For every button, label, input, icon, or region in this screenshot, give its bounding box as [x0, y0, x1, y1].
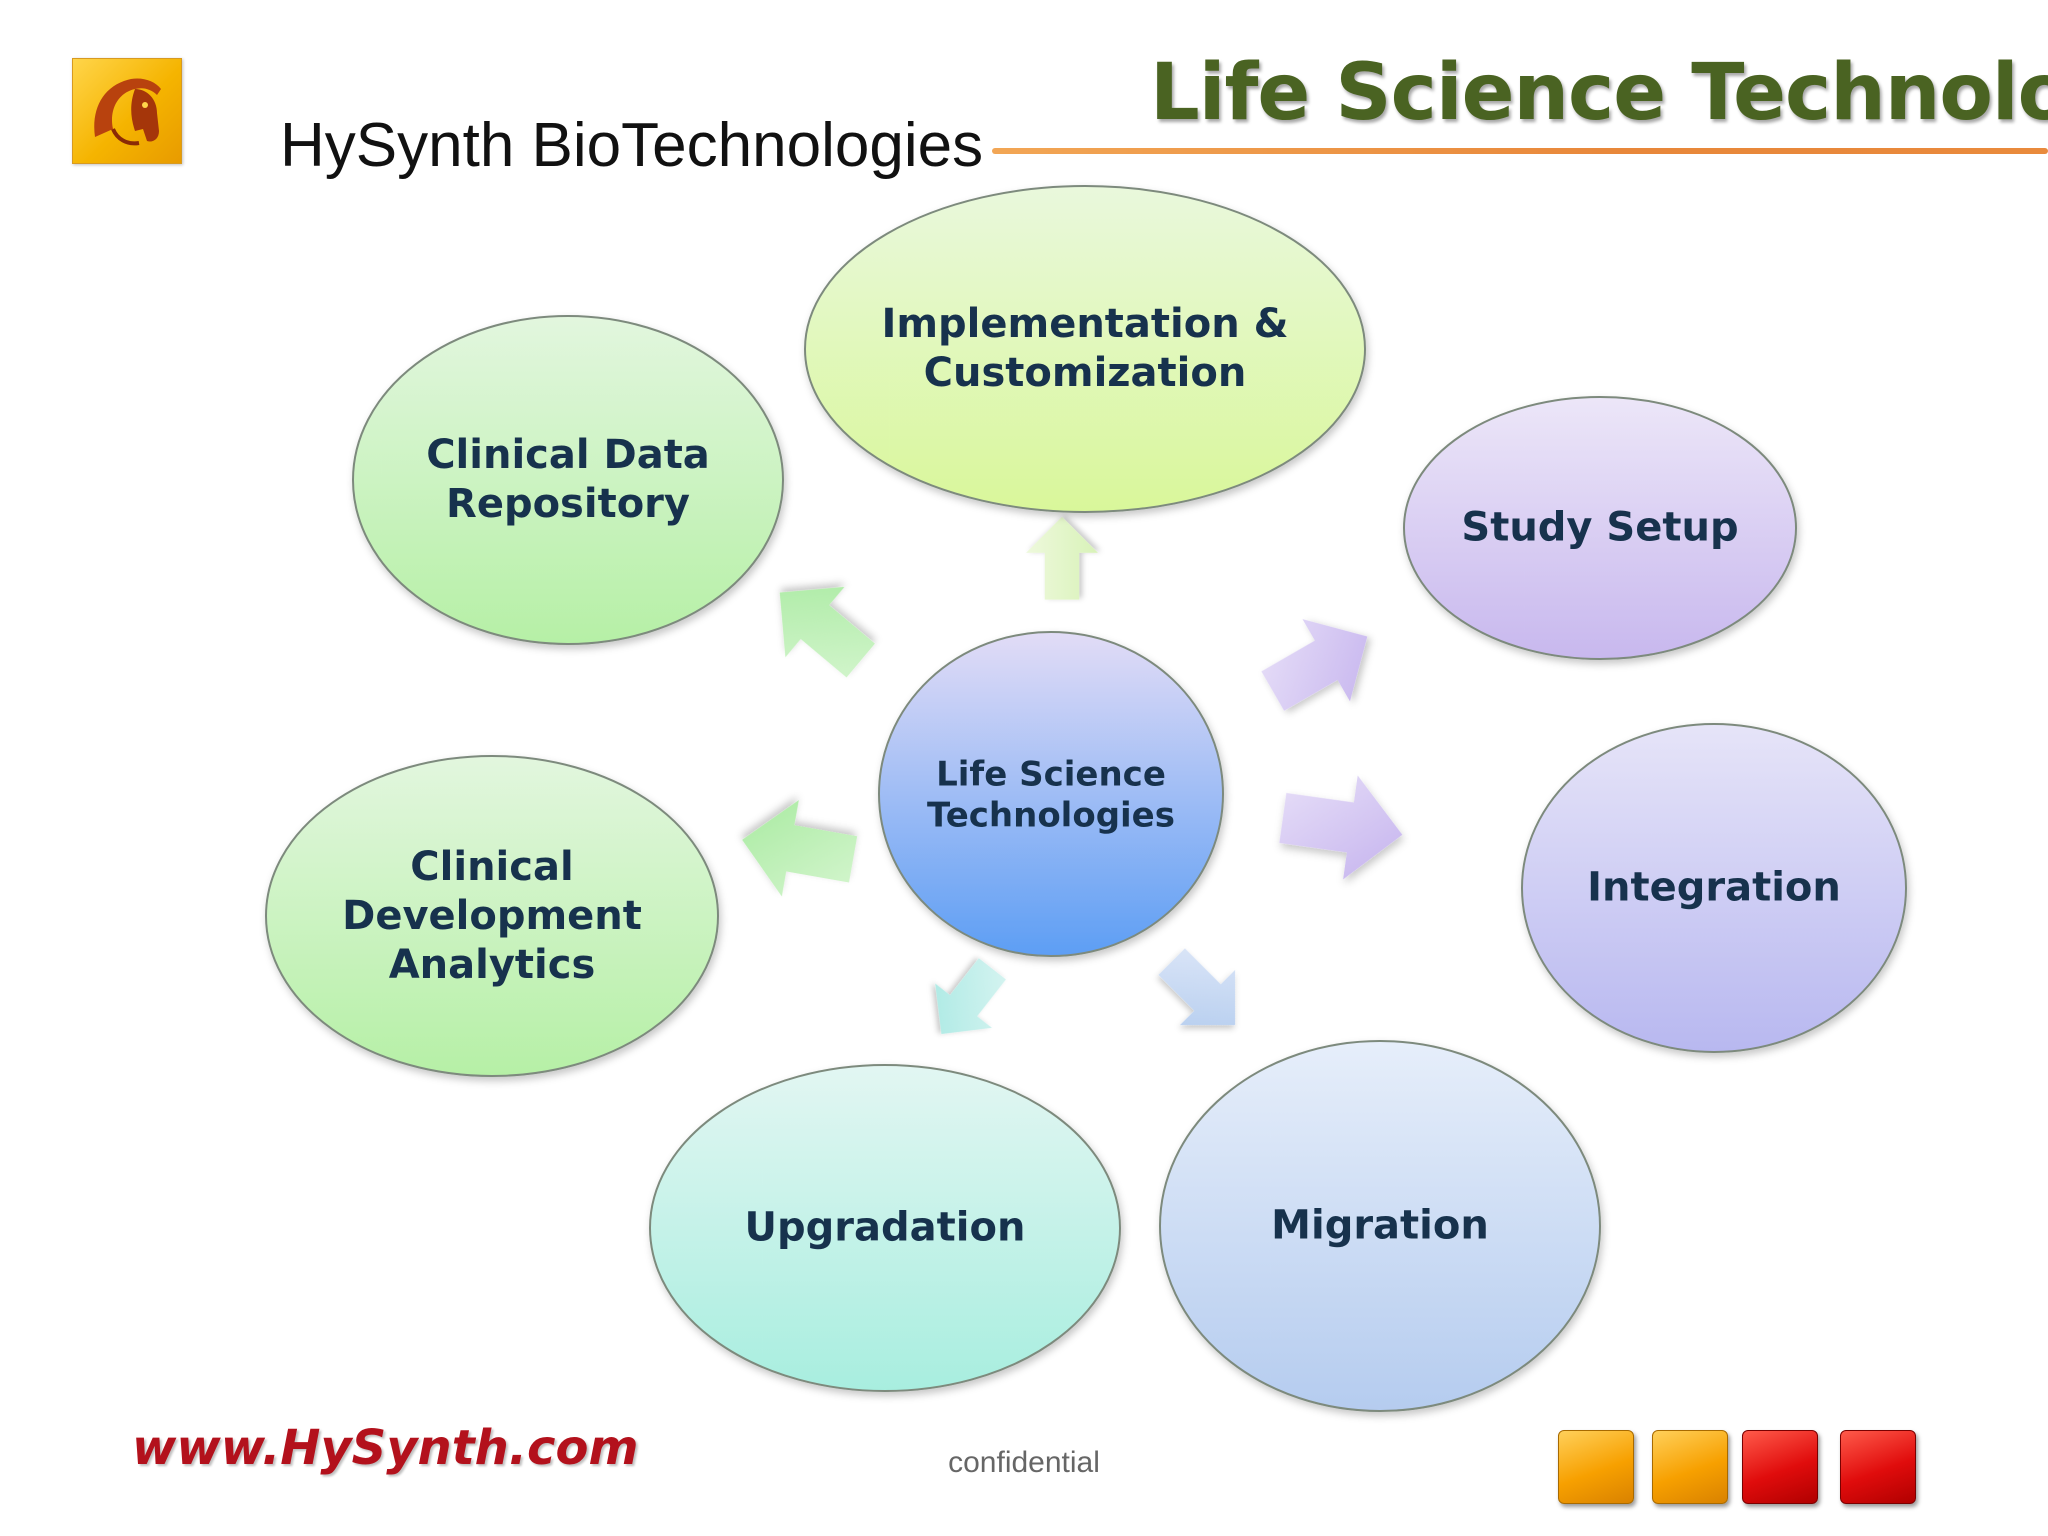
website-link[interactable]: www.HySynth.com	[132, 1420, 639, 1476]
center-label: Life Science Technologies	[927, 754, 1175, 836]
company-title: HySynth BioTechnologies	[280, 111, 984, 180]
confidential-label: confidential	[948, 1446, 1100, 1479]
integration-label: Integration	[1587, 864, 1841, 911]
decorative-square-orange-2	[1652, 1430, 1728, 1504]
decorative-square-red-1	[1742, 1430, 1818, 1504]
study-setup-label: Study Setup	[1461, 504, 1739, 551]
node-implementation	[804, 185, 1366, 513]
title-underline	[992, 148, 2048, 154]
clinical-data-repository-label: Clinical Data Repository	[426, 432, 710, 527]
implementation-label: Implementation & Customization	[881, 301, 1289, 396]
node-clinical-data-repository	[352, 315, 784, 645]
decorative-square-red-2	[1840, 1430, 1916, 1504]
upgradation-label: Upgradation	[744, 1204, 1026, 1251]
node-migration	[1159, 1040, 1601, 1412]
node-upgradation	[649, 1064, 1121, 1392]
arrow-to-upgradation	[913, 946, 1021, 1057]
node-clinical-dev-analytics	[265, 755, 719, 1077]
brand-title: Life Science Technology	[1150, 48, 2048, 138]
decorative-square-orange-1	[1558, 1430, 1634, 1504]
horse-head-logo-icon	[72, 58, 182, 164]
arrow-to-integration	[1275, 765, 1410, 887]
arrow-to-study-setup	[1249, 595, 1392, 733]
node-integration	[1521, 723, 1907, 1053]
migration-label: Migration	[1271, 1202, 1489, 1249]
arrow-to-clinical-data-repository	[750, 557, 891, 696]
arrow-to-clinical-dev-analytics	[733, 791, 862, 908]
clinical-dev-analytics-label: Clinical Development Analytics	[342, 843, 642, 988]
node-study-setup	[1403, 396, 1797, 660]
arrow-to-migration	[1144, 934, 1263, 1053]
node-center	[878, 631, 1224, 957]
arrow-to-implementation	[1026, 516, 1098, 600]
